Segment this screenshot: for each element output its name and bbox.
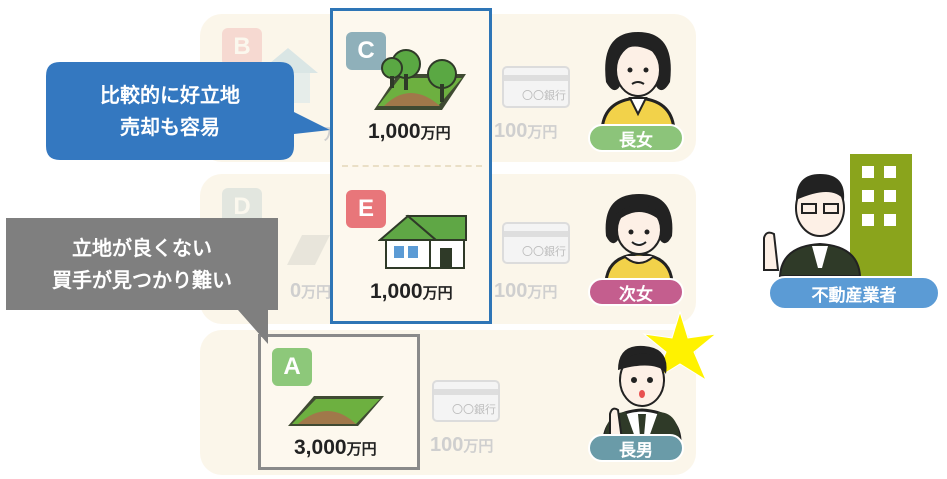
- property-b-badge: B: [222, 28, 262, 66]
- realtor-icon: [763, 154, 912, 277]
- property-a-price: 3,000万円: [294, 436, 377, 459]
- cash-price-1: 100万円: [494, 120, 558, 142]
- divider: [342, 165, 482, 168]
- property-c-badge: C: [346, 32, 386, 70]
- realtor-label: 不動産業者: [768, 276, 940, 310]
- land-icon: [287, 235, 330, 265]
- land-with-trees-icon: [374, 49, 466, 110]
- property-e-badge: E: [346, 190, 386, 228]
- property-a-badge: A: [272, 348, 312, 386]
- second-daughter-label: 次女: [588, 278, 684, 306]
- cash-price-2: 100万円: [494, 280, 558, 302]
- property-c-price: 1,000万円: [368, 120, 451, 143]
- land-icon: [288, 396, 384, 426]
- bank-card-icon-3: 〇〇銀行: [432, 380, 500, 422]
- cash-price-3: 100万円: [430, 434, 494, 456]
- bank-card-icon-1: 〇〇銀行: [502, 66, 570, 108]
- faded-price-mid-left: 0万円: [290, 280, 332, 302]
- blue-callout-text: 比較的に好立地 売却も容易: [100, 83, 240, 139]
- house-icon: [378, 214, 467, 269]
- gray-callout-text: 立地が良くない 買手が見つかり難い: [52, 236, 232, 292]
- eldest-daughter-icon: [600, 32, 676, 130]
- eldest-daughter-label: 長女: [588, 124, 684, 152]
- blue-callout-shape: [46, 62, 330, 160]
- property-e-price: 1,000万円: [370, 280, 453, 303]
- gray-callout-shape: [6, 218, 278, 344]
- eldest-son-icon: [602, 345, 682, 440]
- eldest-son-label: 長男: [588, 434, 684, 462]
- second-daughter-icon: [604, 194, 674, 282]
- bank-card-icon-2: 〇〇銀行: [502, 222, 570, 264]
